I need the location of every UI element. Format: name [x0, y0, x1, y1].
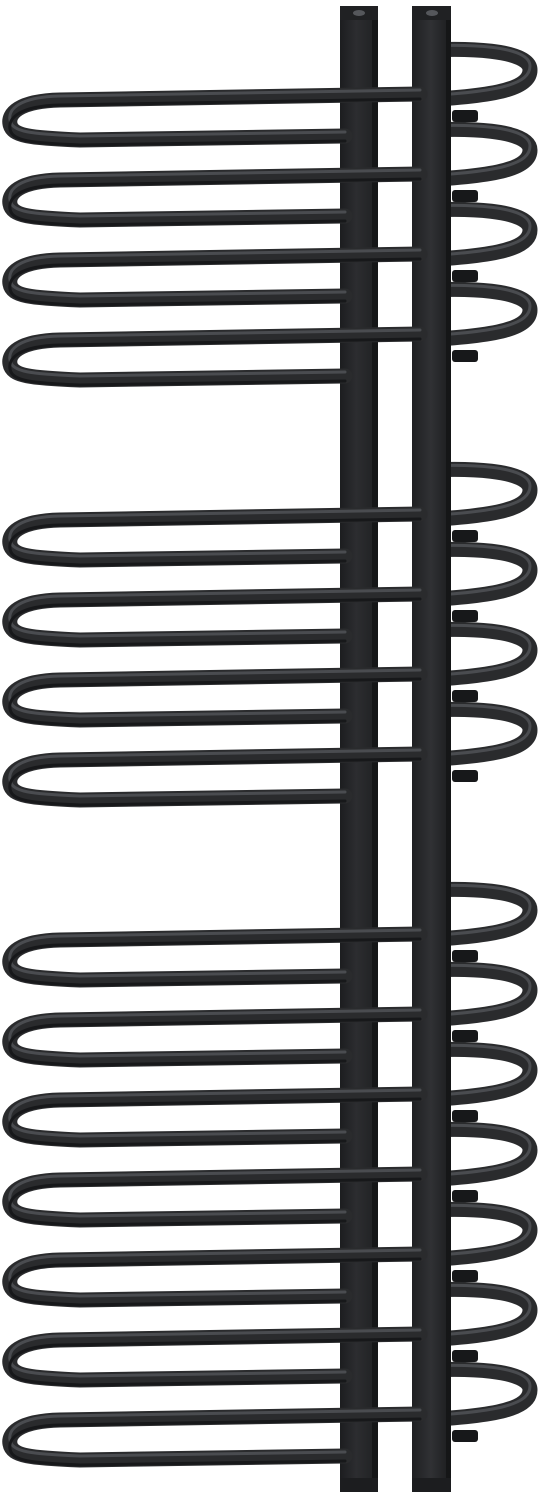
loop-2-2-right-bend-highlight: [398, 543, 532, 598]
loop-1-3-right-bend-highlight: [398, 203, 532, 258]
loop-2-2-tube-shadow: [8, 597, 422, 647]
right-cap-hole: [426, 10, 438, 16]
loop-3-5-tube-shadow: [8, 1257, 422, 1307]
loop-2-4-right-stub: [452, 770, 478, 782]
loop-3-4-right-stub: [452, 1190, 478, 1202]
loop-3-3-tube-shadow: [8, 1097, 422, 1147]
loops-back-layer: [392, 41, 538, 1442]
loop-3-6-tube-shadow: [8, 1337, 422, 1387]
loop-2-1-right-stub: [452, 530, 478, 542]
loop-1-4-right-stub: [452, 350, 478, 362]
loop-3-5-right-bend-highlight: [398, 1203, 532, 1258]
loop-3-1-right-bend-highlight: [398, 883, 532, 938]
loop-1-3-tube-shadow: [8, 257, 422, 307]
loop-1-2-right-stub: [452, 190, 478, 202]
loop-2-1-right-bend-highlight: [398, 463, 532, 518]
loop-3-7-right-bend-highlight: [398, 1363, 532, 1418]
loop-2-4-tube-shadow: [8, 757, 422, 807]
loop-3-2-tube-shadow: [8, 1017, 422, 1067]
right-column-edge: [446, 14, 451, 1492]
loop-3-7-tube-shadow: [8, 1417, 422, 1467]
loops-front-layer: [2, 86, 428, 1468]
loop-3-1-tube-shadow: [8, 937, 422, 987]
loop-3-3-right-bend-highlight: [398, 1043, 532, 1098]
loop-3-2-right-bend-highlight: [398, 963, 532, 1018]
loop-3-1-right-stub: [452, 950, 478, 962]
left-column-foot: [340, 1478, 378, 1492]
loop-1-1-tube-shadow: [8, 97, 422, 147]
loop-3-6-right-stub: [452, 1350, 478, 1362]
loop-1-4-right-bend-highlight: [398, 283, 532, 338]
loop-3-2-right-stub: [452, 1030, 478, 1042]
loop-2-4-right-bend-highlight: [398, 703, 532, 758]
loop-1-2-right-bend-highlight: [398, 123, 532, 178]
loop-2-1-tube-shadow: [8, 517, 422, 567]
loop-3-4-right-bend-highlight: [398, 1123, 532, 1178]
loop-2-2-right-stub: [452, 610, 478, 622]
loop-2-3-right-stub: [452, 690, 478, 702]
loop-1-1-right-bend-highlight: [398, 43, 532, 98]
loop-1-1-right-stub: [452, 110, 478, 122]
right-column-foot: [412, 1478, 451, 1492]
loop-3-6-right-bend-highlight: [398, 1283, 532, 1338]
loop-3-3-right-stub: [452, 1110, 478, 1122]
loop-1-4-tube-shadow: [8, 337, 422, 387]
loop-1-3-right-stub: [452, 270, 478, 282]
loop-3-7-right-stub: [452, 1430, 478, 1442]
loop-2-3-tube-shadow: [8, 677, 422, 727]
loop-3-4-tube-shadow: [8, 1177, 422, 1227]
loop-3-5-right-stub: [452, 1270, 478, 1282]
left-cap-hole: [353, 10, 365, 16]
loop-2-3-right-bend-highlight: [398, 623, 532, 678]
loop-1-2-tube-shadow: [8, 177, 422, 227]
